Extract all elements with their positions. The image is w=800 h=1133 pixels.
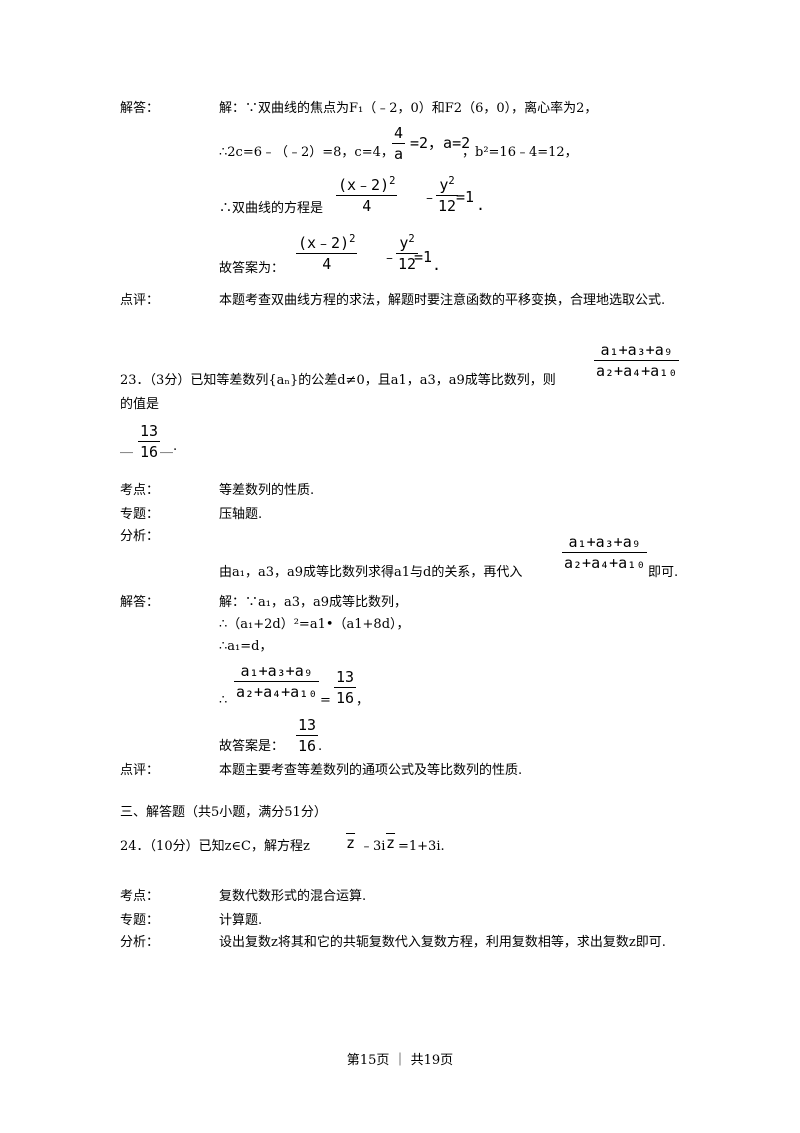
frac-den: 16: [336, 689, 355, 707]
footer-page-mid: 页 ｜ 共: [376, 1053, 424, 1068]
comma: ，: [356, 693, 370, 708]
q22-answer-frac1: (x﹣2)2 4: [296, 233, 358, 273]
q23-topic: 压轴题.: [219, 507, 263, 522]
frac-den: 16: [298, 737, 317, 755]
q22-equation-label: ∴双曲线的方程是: [219, 201, 324, 216]
q22-equation-frac1: (x﹣2)2 4: [336, 175, 398, 215]
q23-analysis-fraction: a₁+a₃+a₉ a₂+a₄+a₁₀: [562, 533, 648, 572]
q24-zbar: z: [346, 834, 356, 852]
label-kaodian: 考点：: [120, 483, 160, 498]
equals-one: =1: [456, 188, 475, 206]
q23-solution-line3: ∴a₁=d，: [219, 639, 273, 654]
label-comment: 点评：: [120, 763, 160, 778]
q24-analysis: 设出复数z将其和它的共轭复数代入复数方程，利用复数相等，求出复数z即可.: [219, 935, 666, 950]
label-analysis: 分析：: [120, 529, 160, 544]
q23-stem-fraction: a₁+a₃+a₉ a₂+a₄+a₁₀: [594, 341, 680, 380]
frac-num: 4: [394, 124, 404, 142]
equals-one: =1: [414, 248, 433, 266]
q24-zbar2: z: [386, 834, 396, 852]
frac-den: 4: [362, 197, 372, 215]
frac-den: 4: [322, 255, 332, 273]
frac-num: (x﹣2): [298, 234, 350, 252]
q23-solution-line1: 解：∵a₁，a3，a9成等比数列，: [219, 595, 408, 610]
footer-total-pages: 19: [423, 1053, 441, 1068]
frac-den: a₂+a₄+a₁₀: [564, 554, 646, 572]
frac-num: a₁+a₃+a₉: [568, 533, 641, 551]
q22-b-squared: ，b²=16﹣4=12，: [462, 145, 578, 160]
label-topic: 专题：: [120, 507, 160, 522]
q23-blank-pre: __: [120, 439, 133, 454]
minus: ﹣: [422, 188, 438, 206]
q23-kaodian: 等差数列的性质.: [219, 483, 315, 498]
q24-kaodian: 复数代数形式的混合运算.: [219, 889, 367, 904]
q23-final-prefix: 故答案是：: [219, 739, 285, 754]
footer-page-pre: 第: [346, 1053, 360, 1068]
label-topic: 专题：: [120, 913, 160, 928]
q24-stem-a: 24．（10分）已知z∈C，解方程z: [120, 839, 310, 854]
frac-exp: 2: [448, 175, 455, 187]
label-answer: 解答：: [120, 595, 160, 610]
q23-blank-post: __.: [160, 439, 178, 454]
footer-page-number: 15: [359, 1053, 377, 1068]
period: .: [476, 196, 486, 214]
q22-answer-frac2: y2 12: [396, 233, 419, 273]
frac-exp: 2: [349, 233, 356, 245]
q22-eccentricity-fraction: 4 a: [392, 124, 406, 163]
q24-stem-b: ﹣3i: [360, 839, 386, 854]
q23-solution-fraction: a₁+a₃+a₉ a₂+a₄+a₁₀: [234, 662, 320, 701]
q22-eccentricity-result: =2，a=2: [410, 134, 471, 152]
frac-num: 13: [298, 716, 317, 734]
q22-equation-frac2: y2 12: [436, 175, 459, 215]
q23-analysis-end: 即可.: [648, 565, 679, 580]
q22-solution-line2a: ∴2c=6﹣（﹣2）=8，c=4，: [219, 145, 394, 160]
footer-page-post: 页: [440, 1053, 454, 1068]
q23-analysis: 由a₁，a3，a9成等比数列求得a1与d的关系，再代入: [219, 565, 523, 580]
q23-solution-line2: ∴（a₁+2d）²=a1•（a1+8d），: [219, 617, 410, 632]
period: .: [318, 739, 323, 754]
label-kaodian: 考点：: [120, 889, 160, 904]
frac-num: (x﹣2): [338, 176, 390, 194]
frac-num: y: [439, 176, 449, 194]
q23-stem: 23．（3分）已知等差数列{aₙ}的公差d≠0，且a1，a3，a9成等比数列，则: [120, 373, 556, 388]
page-footer: 第15页 ｜ 共19页: [0, 1054, 800, 1067]
q23-comment: 本题主要考查等差数列的通项公式及等比数列的性质.: [219, 763, 523, 778]
q23-answer-fraction: 13 16: [138, 422, 161, 461]
frac-exp: 2: [408, 233, 415, 245]
frac-num: a₁+a₃+a₉: [240, 662, 313, 680]
frac-den: 12: [398, 255, 417, 273]
label-comment: 点评：: [120, 293, 160, 308]
frac-num: 13: [336, 668, 355, 686]
q22-comment: 本题考查双曲线方程的求法，解题时要注意函数的平移变换，合理地选取公式.: [219, 293, 666, 308]
frac-den: a: [394, 145, 404, 163]
q23-stem-end: 的值是: [120, 397, 160, 412]
label-answer: 解答：: [120, 101, 160, 116]
frac-num: a₁+a₃+a₉: [600, 341, 673, 359]
q23-solution-result: 13 16: [334, 668, 357, 707]
frac-num: 13: [140, 422, 159, 440]
minus: ﹣: [382, 248, 398, 266]
q22-answer-prefix: 故答案为：: [219, 261, 285, 276]
q24-stem-c: =1+3i.: [398, 839, 445, 854]
frac-den: 12: [438, 197, 457, 215]
q23-final-fraction: 13 16: [296, 716, 319, 755]
frac-den: a₂+a₄+a₁₀: [596, 362, 678, 380]
q23-solution-therefore: ∴: [219, 693, 228, 708]
q22-solution-line1: 解：∵双曲线的焦点为F₁（﹣2，0）和F2（6，0），离心率为2，: [219, 101, 598, 116]
label-analysis: 分析：: [120, 935, 160, 950]
period: .: [432, 256, 442, 274]
frac-num: y: [399, 234, 409, 252]
q24-topic: 计算题.: [219, 913, 263, 928]
frac-den: 16: [140, 443, 159, 461]
equals: =: [320, 693, 331, 708]
frac-den: a₂+a₄+a₁₀: [236, 683, 318, 701]
section-heading: 三、解答题（共5小题，满分51分）: [120, 805, 327, 820]
frac-exp: 2: [389, 175, 396, 187]
